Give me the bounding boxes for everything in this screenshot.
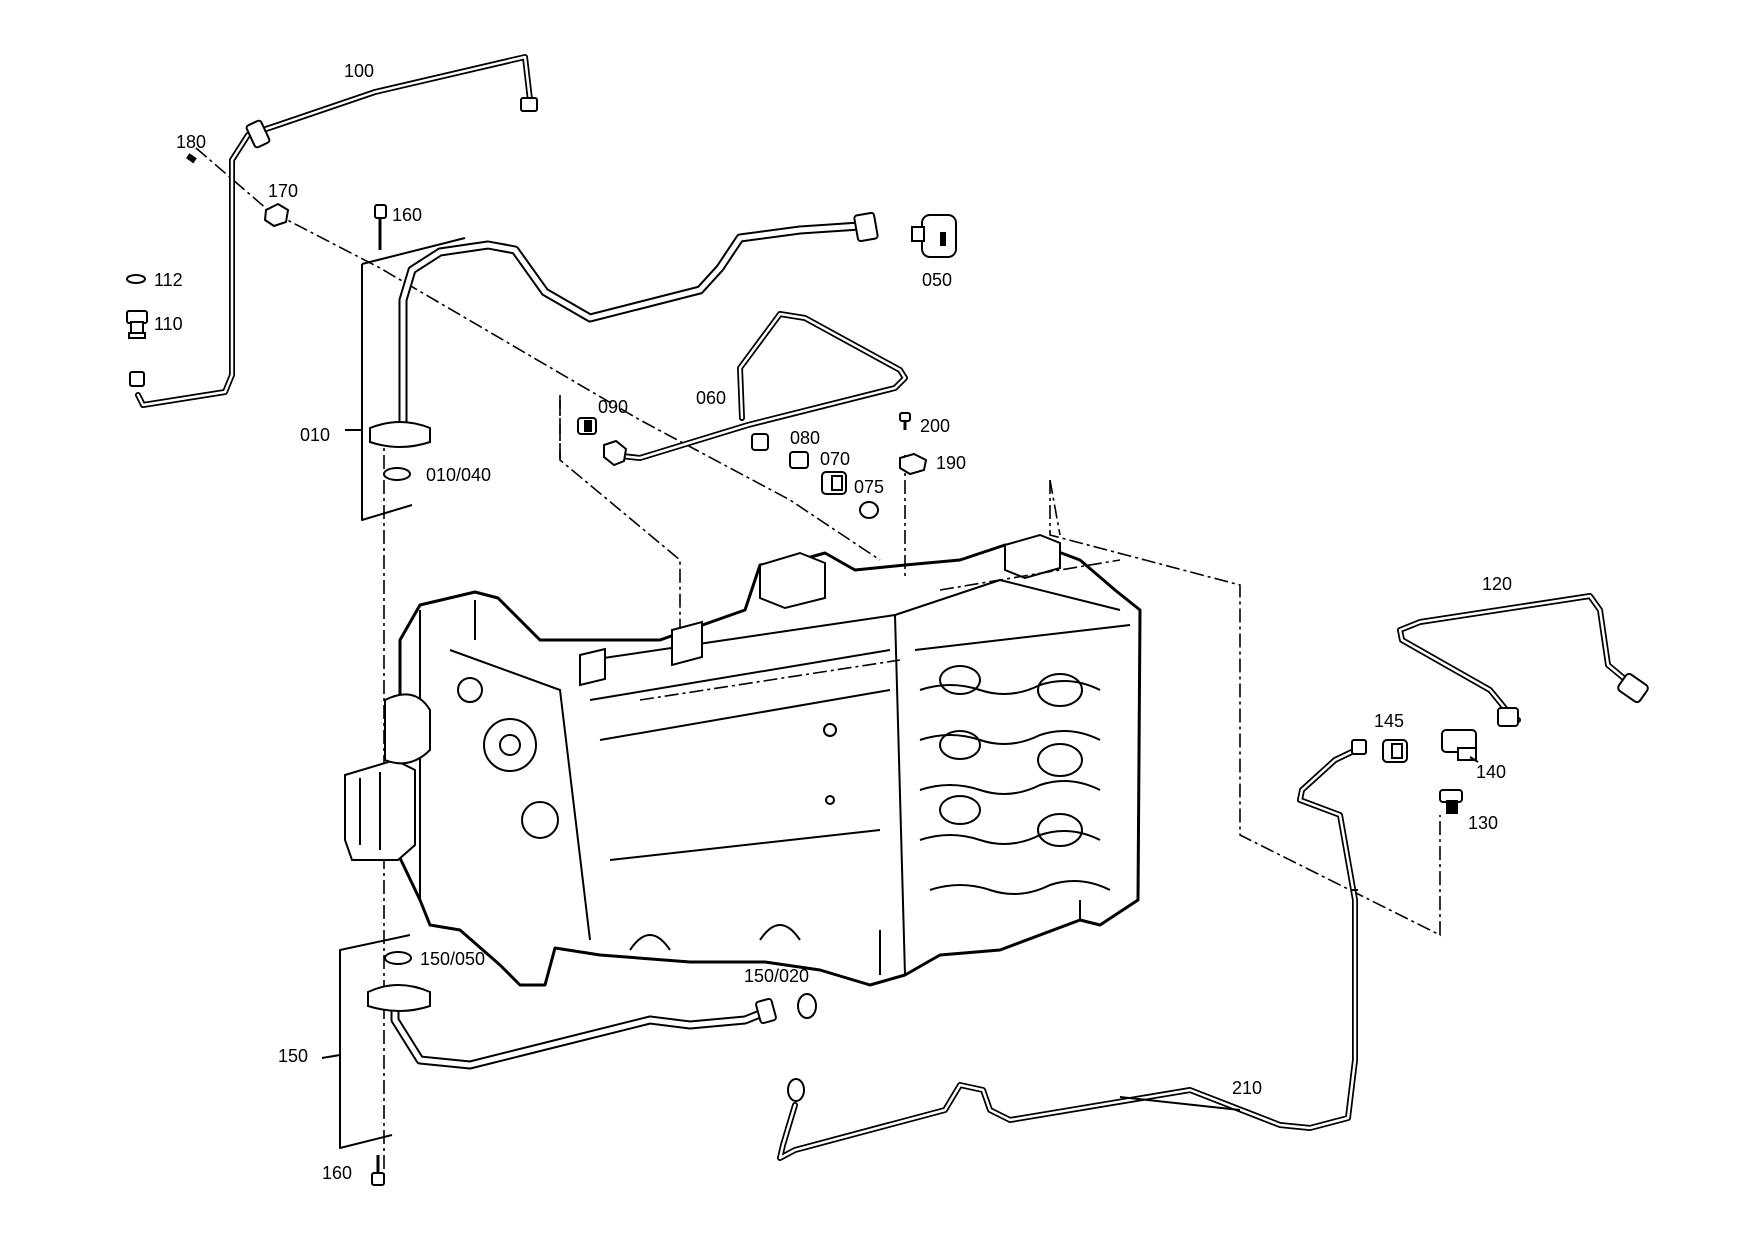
label-010: 010 [300,425,330,445]
group-150-bracket [321,934,411,1149]
fitting-080 [751,433,809,469]
label-090: 090 [598,397,628,417]
adapter-070 [821,471,847,495]
tee-140 [1441,729,1477,761]
bolt-160-top [374,204,387,250]
bolt-160-bottom [371,1155,385,1186]
label-150: 150 [278,1046,308,1066]
fitting-190 [899,452,928,476]
label-200: 200 [920,416,950,436]
label-190: 190 [936,453,966,473]
plug-110 [126,310,148,339]
seal-150-020 [797,993,817,1019]
label-160-bottom: 160 [322,1163,352,1183]
label-110: 110 [154,314,183,334]
label-080: 080 [790,428,820,448]
seal-112 [126,274,146,284]
label-075: 075 [854,477,884,497]
label-112: 112 [154,270,183,290]
pipe-120 [1397,593,1649,727]
label-145: 145 [1374,711,1404,731]
label-120: 120 [1482,574,1512,594]
label-140: 140 [1476,762,1506,782]
label-070: 070 [820,449,850,469]
label-130: 130 [1468,813,1498,833]
label-210: 210 [1232,1078,1262,1098]
label-150-050: 150/050 [420,949,485,969]
label-180: 180 [176,132,206,152]
leader-lines [1119,756,1479,1111]
pipe-210 [777,739,1367,1161]
fitting-145 [1382,739,1408,763]
plug-130 [1439,789,1463,814]
group-010-bracket [345,237,466,521]
label-170: 170 [268,181,298,201]
label-060: 060 [696,388,726,408]
valve-050 [911,214,957,258]
label-100: 100 [344,61,374,81]
pipe-100 [129,54,538,408]
pipe-150 [367,984,777,1070]
fitting-180 [186,153,197,164]
seal-010-040 [383,467,411,481]
transmission-housing [344,533,1142,987]
label-160-top: 160 [392,205,422,225]
pipe-060 [603,311,908,467]
part-labels: 100 180 170 160 112 110 050 010 010/040 … [154,61,1512,1183]
label-150-020: 150/020 [744,966,809,986]
seal-150-050 [384,951,412,965]
bolt-200 [899,412,911,430]
fitting-170 [263,202,290,228]
pipe-010 [369,211,879,448]
fitting-090 [577,417,597,435]
label-050: 050 [922,270,952,290]
label-010-040: 010/040 [426,465,491,485]
assembly-reference-lines [195,147,1441,1180]
seal-075 [859,501,879,519]
